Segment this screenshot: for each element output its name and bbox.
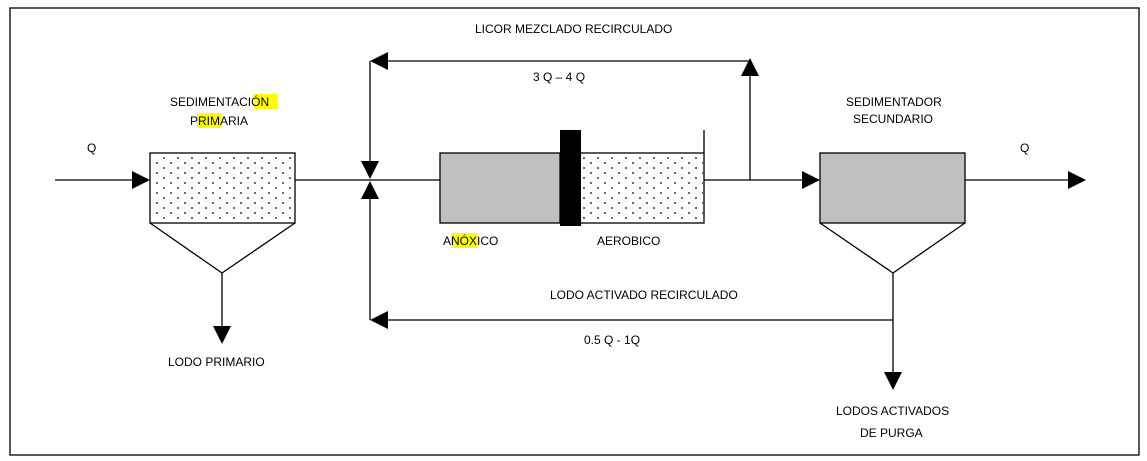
primary-clarifier-label-line2: PRIMARIA — [190, 114, 248, 128]
primary-sludge-flow — [213, 273, 231, 344]
secondary-clarifier-label-line2: SECUNDARIO — [853, 112, 933, 126]
reactor-effluent-flow — [704, 171, 820, 189]
primary-clarifier — [149, 152, 296, 274]
highlight — [254, 94, 278, 109]
waste-sludge-flow — [884, 273, 902, 390]
aerobic-zone — [579, 130, 705, 224]
return-sludge-rate: 0.5 Q - 1Q — [584, 333, 640, 347]
secondary-clarifier — [819, 152, 966, 274]
return-sludge-recirculation — [361, 181, 893, 329]
anoxic-label: ANÓXICO — [443, 233, 498, 248]
influent-label: Q — [87, 141, 96, 155]
effluent-label: Q — [1020, 141, 1029, 155]
anoxic-zone — [439, 152, 561, 224]
mixed-liquor-rate: 3 Q – 4 Q — [533, 70, 585, 84]
influent-flow — [55, 171, 150, 189]
primary-clarifier-label-line1: SEDIMENTACIÓN — [170, 94, 269, 109]
effluent-flow — [965, 171, 1086, 189]
highlight — [451, 233, 477, 248]
waste-sludge-label-line2: DE PURGA — [860, 426, 923, 440]
primary-sludge-label: LODO PRIMARIO — [168, 355, 265, 369]
mixed-liquor-label: LICOR MEZCLADO RECIRCULADO — [475, 22, 672, 36]
reactor-baffle — [560, 130, 581, 226]
secondary-clarifier-label-line1: SEDIMENTADOR — [846, 95, 942, 109]
return-sludge-label: LODO ACTIVADO RECIRCULADO — [550, 288, 738, 302]
highlight — [197, 113, 221, 128]
waste-sludge-label-line1: LODOS ACTIVADOS — [836, 404, 949, 418]
aerobic-label: AEROBICO — [597, 234, 660, 248]
diagram-border — [9, 7, 1140, 456]
mixed-liquor-recirculation — [361, 52, 759, 180]
